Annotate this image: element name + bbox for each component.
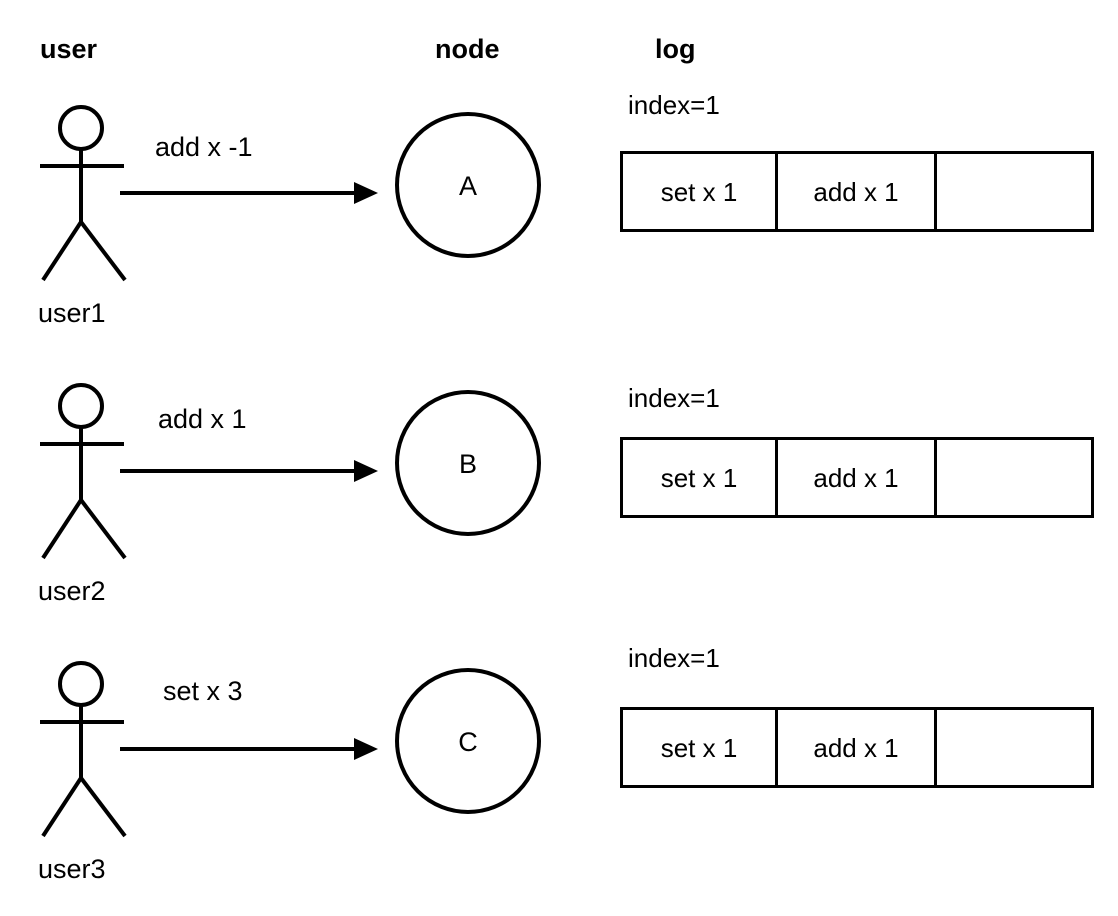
- log-entry-cell[interactable]: add x 1: [778, 154, 937, 229]
- message-label: set x 3: [163, 676, 243, 706]
- log-entry-cell[interactable]: [937, 710, 1091, 785]
- log-index-label: index=1: [628, 383, 720, 413]
- log-table: set x 1 add x 1: [620, 437, 1094, 518]
- log-entry-cell[interactable]: set x 1: [623, 154, 779, 229]
- column-header-node: node: [435, 34, 500, 64]
- message-label: add x 1: [158, 404, 247, 434]
- log-table: set x 1 add x 1: [620, 707, 1094, 788]
- node-circle: [395, 668, 541, 814]
- log-index-label: index=1: [628, 643, 720, 673]
- log-entry-cell[interactable]: add x 1: [778, 440, 937, 515]
- stick-figure-icon: [40, 105, 127, 282]
- log-entry-cell[interactable]: [937, 440, 1091, 515]
- message-arrow-icon: [120, 460, 378, 482]
- log-entry-cell[interactable]: set x 1: [623, 710, 779, 785]
- node-label: C: [458, 727, 478, 757]
- stick-figure-icon: [40, 661, 127, 838]
- column-header-log: log: [655, 34, 696, 64]
- message-arrow-icon: [120, 182, 378, 204]
- log-table: set x 1 add x 1: [620, 151, 1094, 232]
- node-label: B: [458, 449, 477, 479]
- log-index-label: index=1: [628, 90, 720, 120]
- column-header-user: user: [40, 34, 98, 64]
- log-entry-cell[interactable]: [937, 154, 1091, 229]
- log-entry-cell[interactable]: add x 1: [778, 710, 937, 785]
- node-circle: [395, 390, 541, 536]
- node-label: A: [458, 171, 477, 201]
- message-label: add x -1: [155, 132, 253, 162]
- actor-label: user2: [38, 576, 106, 606]
- message-arrow-icon: [120, 738, 378, 760]
- actor-label: user1: [38, 298, 106, 328]
- node-circle: [395, 112, 541, 258]
- log-entry-cell[interactable]: set x 1: [623, 440, 779, 515]
- actor-label: user3: [38, 854, 106, 884]
- stick-figure-icon: [40, 383, 127, 560]
